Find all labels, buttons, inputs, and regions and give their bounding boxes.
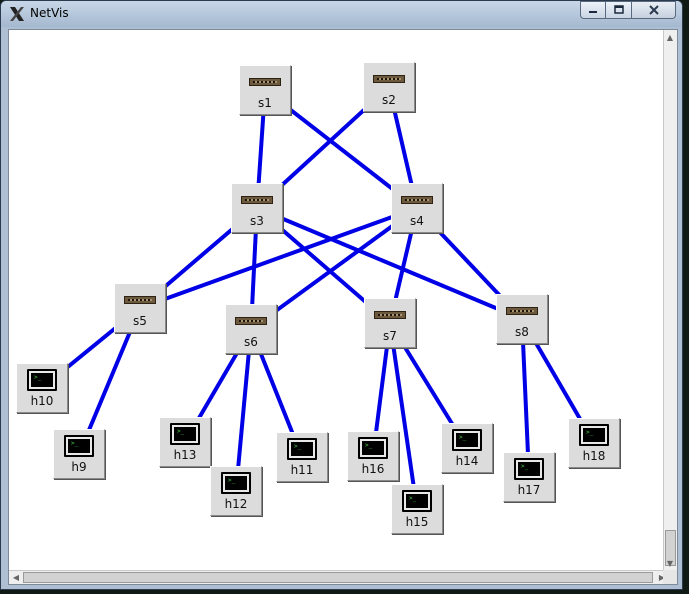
node-label: h10 <box>30 394 54 408</box>
host-node-h11[interactable]: h11 <box>276 432 328 482</box>
host-node-h14[interactable]: h14 <box>441 423 493 473</box>
close-button[interactable] <box>632 1 676 19</box>
node-label: h17 <box>517 483 541 497</box>
switch-node-s8[interactable]: s8 <box>496 294 548 344</box>
host-node-h17[interactable]: h17 <box>503 452 555 502</box>
link-s7-h15[interactable] <box>388 322 419 510</box>
maximize-icon <box>613 5 624 14</box>
node-label: s4 <box>410 214 424 228</box>
switch-node-s7[interactable]: s7 <box>364 298 416 348</box>
title-bar[interactable]: NetVis <box>1 1 682 27</box>
node-label: s3 <box>250 214 264 228</box>
node-label: s1 <box>258 96 272 110</box>
scroll-right-arrow-icon[interactable]: ▶ <box>658 572 666 582</box>
terminal-icon <box>170 423 200 445</box>
host-node-h10[interactable]: h10 <box>16 363 68 413</box>
switch-icon <box>249 78 281 86</box>
node-label: h11 <box>290 463 314 477</box>
terminal-icon <box>27 369 57 391</box>
node-label: h9 <box>71 460 87 474</box>
link-layer <box>40 85 596 510</box>
host-node-h12[interactable]: h12 <box>210 466 262 516</box>
switch-node-s4[interactable]: s4 <box>391 183 443 233</box>
close-icon <box>648 5 659 15</box>
node-label: h14 <box>455 454 479 468</box>
scrollbar-corner <box>663 570 677 584</box>
terminal-icon <box>514 458 544 480</box>
host-node-h16[interactable]: h16 <box>347 431 399 481</box>
switch-icon <box>374 311 406 319</box>
node-label: s8 <box>515 325 529 339</box>
link-s4-s5[interactable] <box>139 206 418 310</box>
host-node-h15[interactable]: h15 <box>391 484 443 534</box>
switch-icon <box>401 196 433 204</box>
terminal-icon <box>452 429 482 451</box>
vertical-scrollbar[interactable]: ▲ ▼ <box>663 30 677 570</box>
host-node-h18[interactable]: h18 <box>568 418 620 468</box>
switch-icon <box>373 75 405 83</box>
switch-node-s1[interactable]: s1 <box>239 65 291 115</box>
scroll-up-arrow-icon[interactable]: ▲ <box>666 32 674 42</box>
client-area: s1 s2 s3 s4 s5 s6 <box>8 29 678 585</box>
node-label: h13 <box>173 448 197 462</box>
minimize-button[interactable] <box>580 1 606 19</box>
node-label: s7 <box>383 329 397 343</box>
window-controls <box>580 1 676 21</box>
host-node-h9[interactable]: h9 <box>53 429 105 479</box>
link-s4-s6[interactable] <box>249 206 419 331</box>
x-logo-icon <box>10 7 24 21</box>
terminal-icon <box>287 438 317 460</box>
switch-icon <box>241 196 273 204</box>
node-label: h15 <box>405 515 429 529</box>
link-s8-h17[interactable] <box>520 318 531 478</box>
window-title: NetVis <box>30 6 69 20</box>
terminal-icon <box>579 424 609 446</box>
terminal-icon <box>221 472 251 494</box>
node-label: s5 <box>133 314 147 328</box>
terminal-icon <box>358 437 388 459</box>
vertical-scroll-thumb[interactable] <box>665 530 676 566</box>
node-label: h18 <box>582 449 606 463</box>
host-node-h13[interactable]: h13 <box>159 417 211 467</box>
switch-node-s6[interactable]: s6 <box>225 304 277 354</box>
link-s3-s8[interactable] <box>256 206 523 321</box>
node-label: s6 <box>244 335 258 349</box>
terminal-icon <box>64 435 94 457</box>
node-label: s2 <box>382 93 396 107</box>
switch-node-s3[interactable]: s3 <box>231 183 283 233</box>
node-label: h12 <box>224 497 248 511</box>
switch-icon <box>124 296 156 304</box>
terminal-icon <box>402 490 432 512</box>
maximize-button[interactable] <box>606 1 632 19</box>
scroll-down-arrow-icon[interactable]: ▼ <box>666 558 674 568</box>
switch-node-s2[interactable]: s2 <box>363 62 415 112</box>
switch-icon <box>506 307 538 315</box>
horizontal-scrollbar[interactable]: ◀ ▶ <box>9 570 669 584</box>
scroll-left-arrow-icon[interactable]: ◀ <box>12 572 20 582</box>
node-label: h16 <box>361 462 385 476</box>
switch-icon <box>235 317 267 325</box>
switch-node-s5[interactable]: s5 <box>114 283 166 333</box>
link-s6-h12[interactable] <box>234 328 253 492</box>
topology-canvas[interactable]: s1 s2 s3 s4 s5 s6 <box>9 30 669 570</box>
horizontal-scroll-thumb[interactable] <box>23 572 653 583</box>
minimize-icon <box>589 11 597 13</box>
